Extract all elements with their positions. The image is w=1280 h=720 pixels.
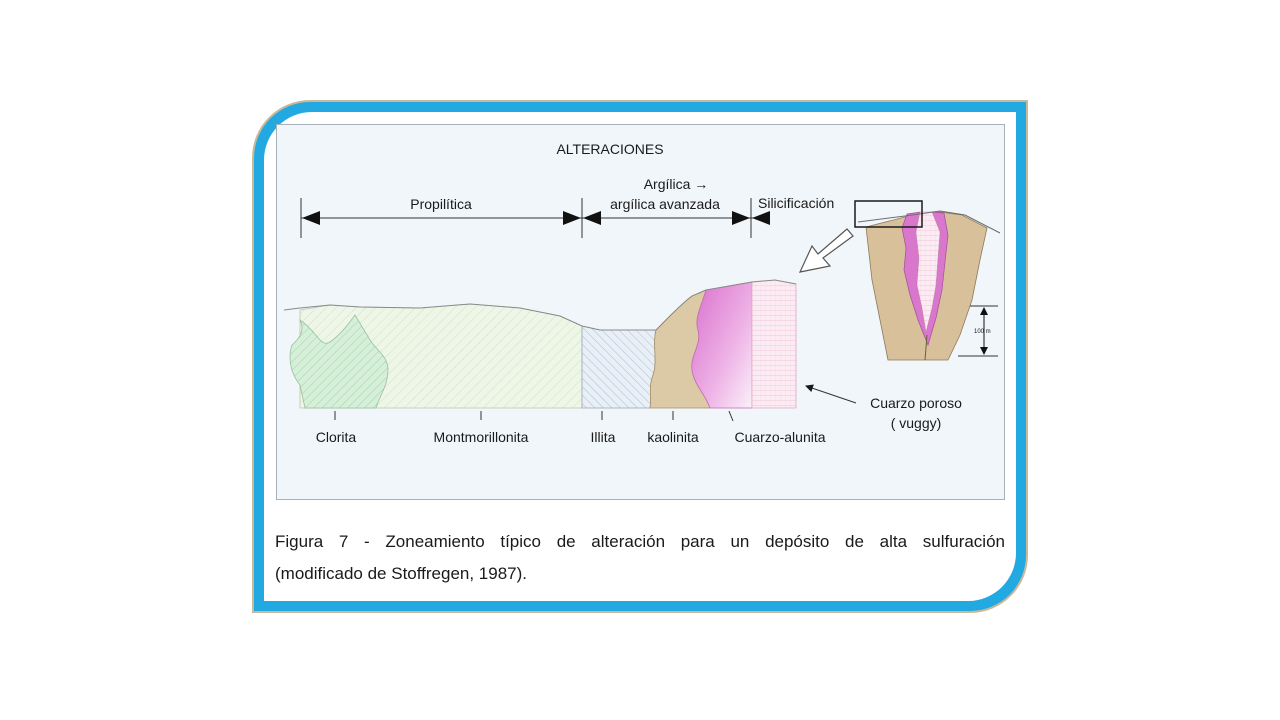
scale-label: 100 m xyxy=(974,329,991,335)
mineral-label-cuarzo-poroso-1: Cuarzo poroso xyxy=(870,395,962,411)
inset-highlight-box xyxy=(854,200,923,228)
zone-label-argilica-1: Argílica → xyxy=(644,176,709,192)
pointer-cuarzo-poroso xyxy=(805,384,857,404)
mineral-label-cuarzo-alunita: Cuarzo-alunita xyxy=(734,429,825,445)
caption-line-2: (modificado de Stoffregen, 1987). xyxy=(275,564,528,583)
diagram-title: ALTERACIONES xyxy=(556,141,663,157)
inset-center-fracture xyxy=(924,334,928,361)
inset-surface-line xyxy=(857,210,1001,234)
arrowhead-silicificacion-left xyxy=(752,211,770,225)
topo-surface-right xyxy=(581,279,797,331)
mineral-label-illita: Illita xyxy=(591,429,616,445)
zone-cuarzo-alunita xyxy=(691,281,753,409)
figure-caption: Figura 7 - Zoneamiento típico de alterac… xyxy=(275,526,1005,590)
arrowhead-propilitica-right xyxy=(563,211,581,225)
zone-illita xyxy=(581,325,657,409)
zone-label-silicificacion: Silicificación xyxy=(758,195,834,211)
zoom-arrow-icon xyxy=(798,228,854,273)
mineral-label-kaolinita: kaolinita xyxy=(647,429,699,445)
mineral-label-clorita: Clorita xyxy=(316,429,357,445)
tick-cuarzo-alunita xyxy=(728,410,734,422)
mineral-label-cuarzo-poroso-2: ( vuggy) xyxy=(891,415,942,431)
inset-vuggy-core xyxy=(915,211,941,333)
zone-label-propilitica: Propilítica xyxy=(410,196,472,212)
arrowhead-argilica-right xyxy=(732,211,750,225)
zone-clorita xyxy=(289,314,389,409)
scale-arrow-up xyxy=(980,307,988,315)
arrowhead-argilica-left xyxy=(583,211,601,225)
zone-cuarzo-poroso xyxy=(751,279,797,409)
caption-line-1: Figura 7 - Zoneamiento típico de alterac… xyxy=(275,532,1005,551)
topo-surface-left xyxy=(283,303,583,327)
mineral-label-montmorillonita: Montmorillonita xyxy=(434,429,529,445)
zone-label-argilica-2: argílica avanzada xyxy=(610,196,720,212)
arrowhead-propilitica-left xyxy=(302,211,320,225)
scale-arrow-down xyxy=(980,347,988,355)
